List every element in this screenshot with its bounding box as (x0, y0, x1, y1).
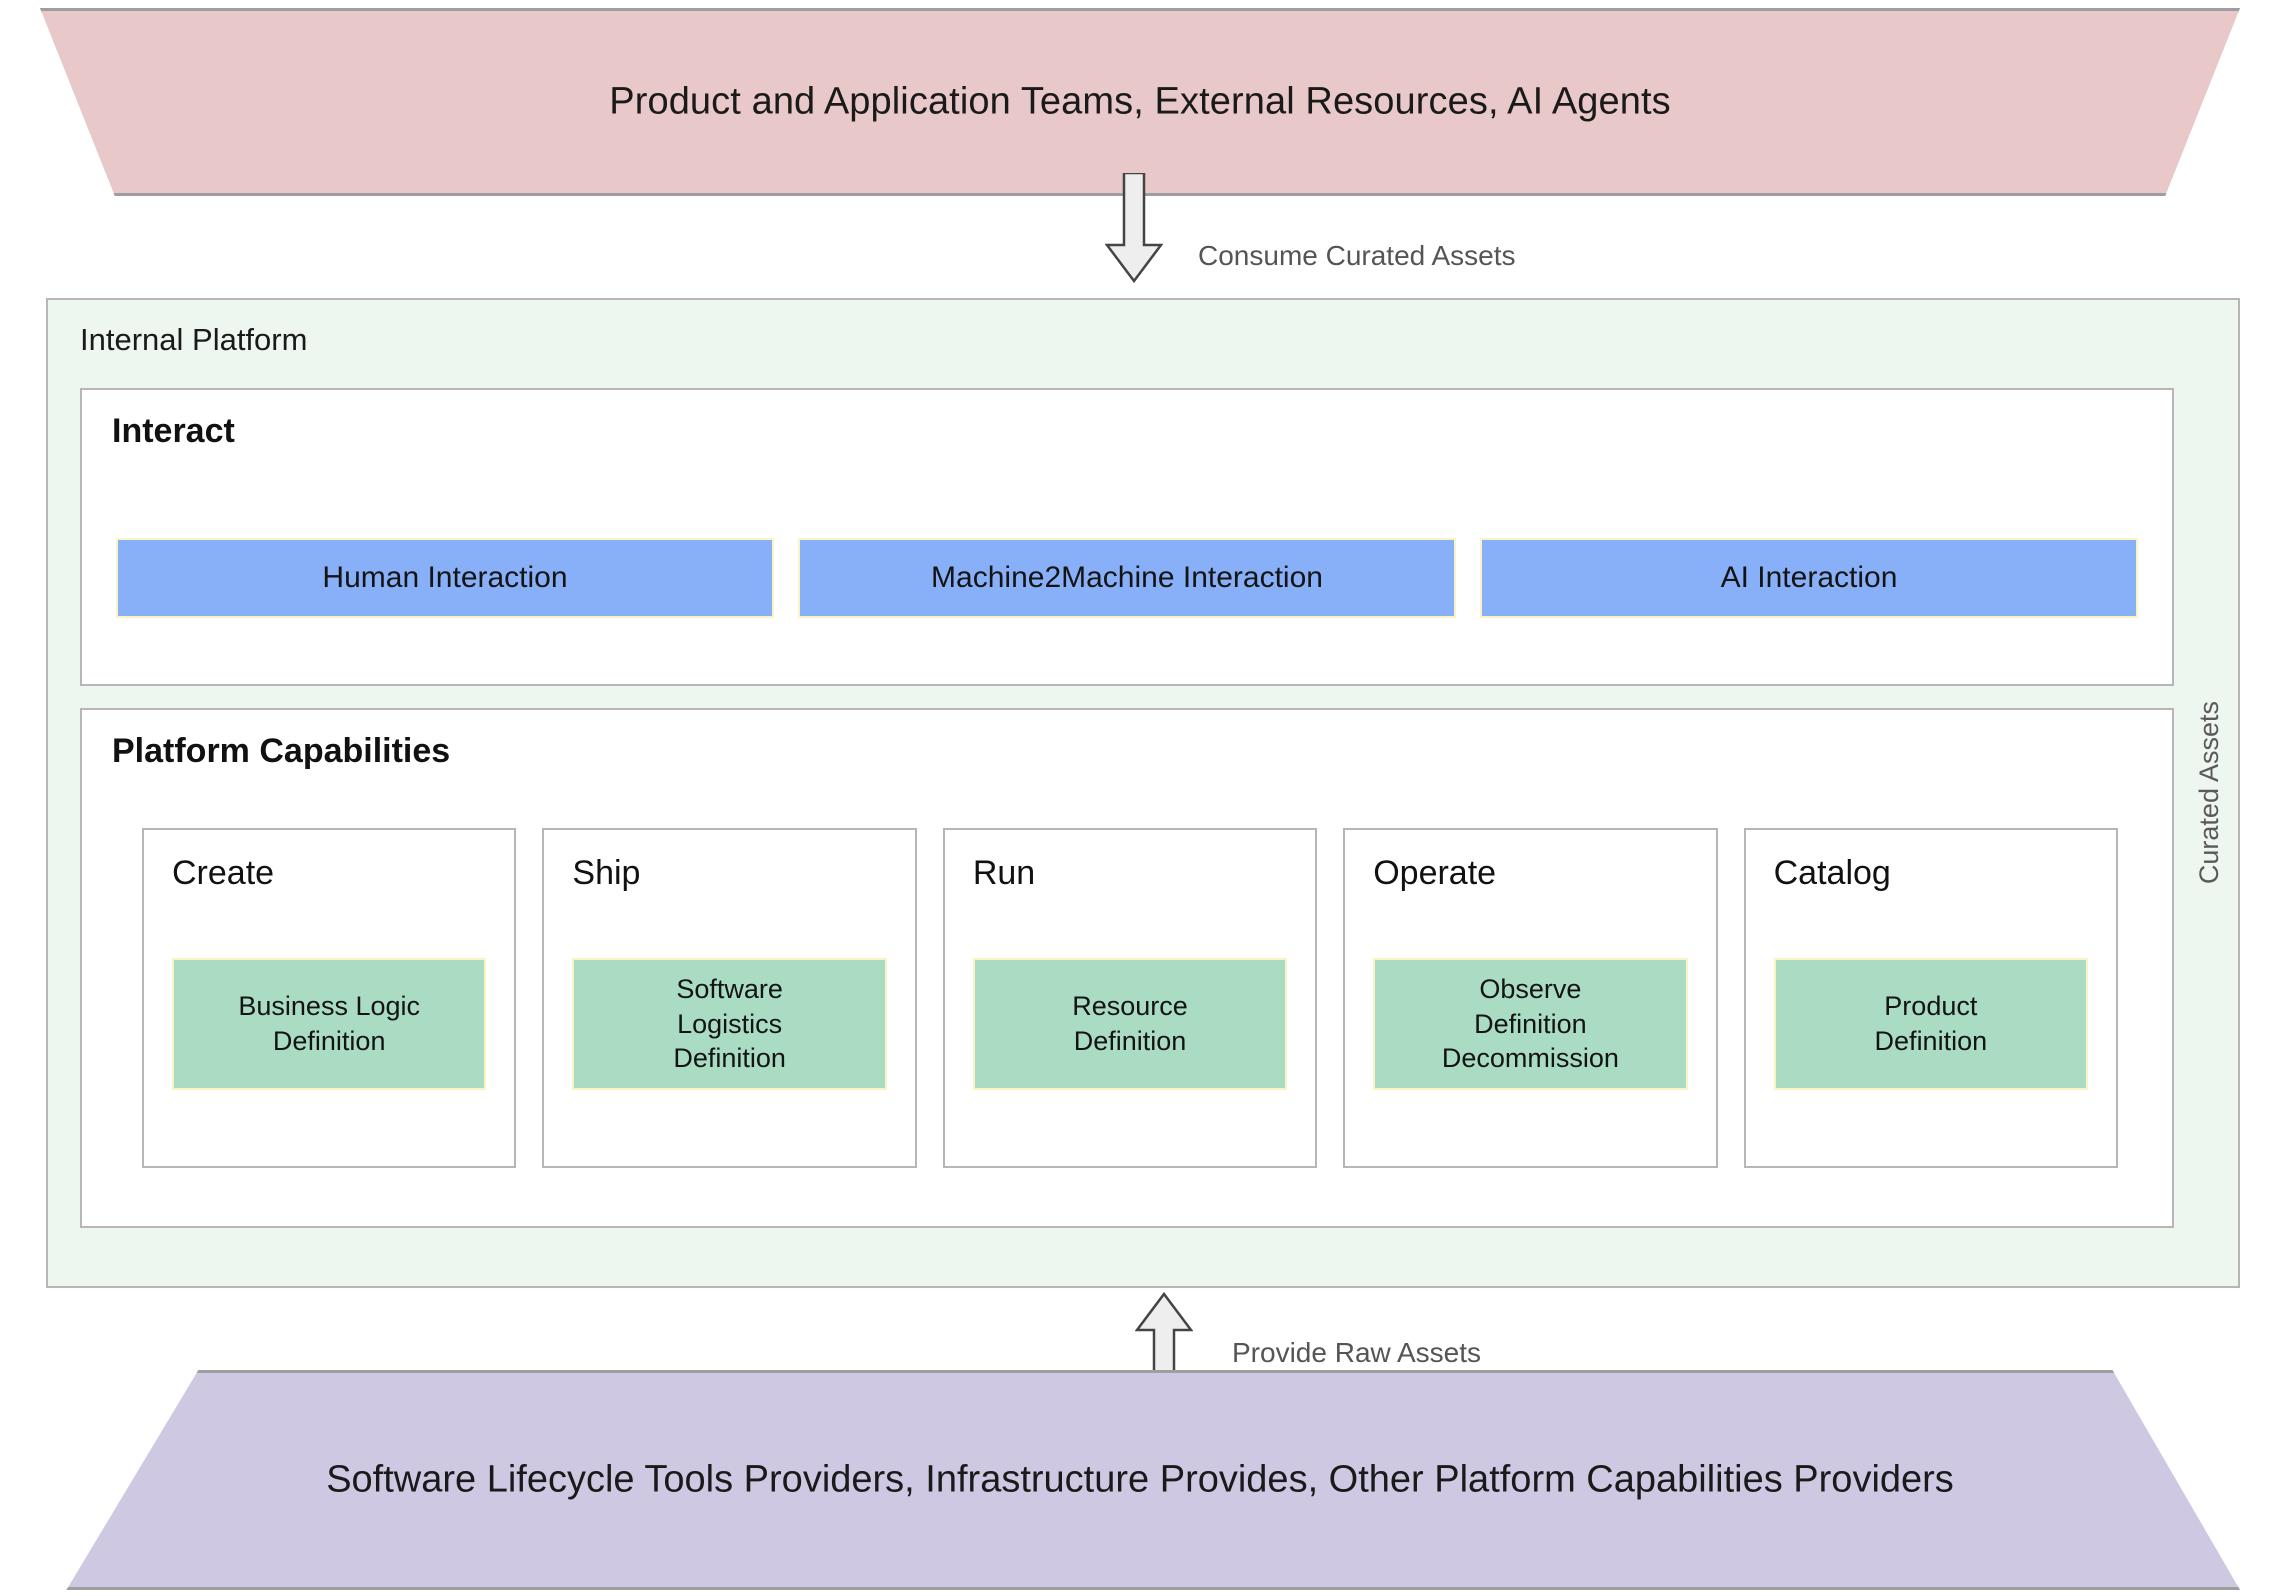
platform-capabilities-title: Platform Capabilities (112, 732, 451, 770)
capability-card-run[interactable]: Run Resource Definition (942, 828, 1318, 1168)
capability-card-row: Create Business Logic Definition Ship So… (142, 828, 2119, 1168)
interaction-box-ai-label: AI Interaction (1720, 561, 1898, 594)
interaction-box-human-label: Human Interaction (322, 561, 568, 594)
capability-chip-observe-definition-decommission[interactable]: Observe Definition Decommission (1373, 958, 1688, 1090)
actor-bottom-label: Software Lifecycle Tools Providers, Infr… (326, 1458, 1954, 1501)
capability-chip-product-definition[interactable]: Product Definition (1773, 958, 2089, 1090)
flow-consume-label: Consume Curated Assets (1198, 240, 1516, 271)
actor-bottom-providers: Software Lifecycle Tools Providers, Infr… (40, 1370, 2240, 1590)
flow-consume-curated-assets (1105, 173, 1163, 283)
interaction-box-machine2machine[interactable]: Machine2Machine Interaction (798, 538, 1456, 618)
internal-platform-title: Internal Platform (80, 322, 308, 357)
capability-card-create[interactable]: Create Business Logic Definition (142, 828, 517, 1168)
capability-chip-software-logistics-definition[interactable]: Software Logistics Definition (572, 958, 887, 1090)
flow-provide-label: Provide Raw Assets (1232, 1337, 1481, 1368)
capability-card-operate[interactable]: Operate Observe Definition Decommission (1343, 828, 1718, 1168)
capability-card-catalog[interactable]: Catalog Product Definition (1743, 828, 2119, 1168)
capability-card-create-title: Create (172, 854, 275, 892)
curated-assets-label: Curated Assets (2193, 701, 2224, 885)
arrow-down-icon (1105, 173, 1163, 283)
interaction-box-machine2machine-label: Machine2Machine Interaction (931, 561, 1323, 594)
capability-card-ship-title: Ship (572, 854, 641, 892)
interaction-box-human[interactable]: Human Interaction (116, 538, 774, 618)
capability-card-run-title: Run (972, 854, 1036, 892)
curated-assets-rail: Curated Assets (2186, 300, 2232, 1286)
internal-platform-container: Internal Platform Curated Assets Interac… (46, 298, 2240, 1288)
interact-panel-title: Interact (112, 412, 235, 450)
capability-chip-business-logic-definition[interactable]: Business Logic Definition (172, 958, 487, 1090)
interaction-box-ai[interactable]: AI Interaction (1480, 538, 2138, 618)
actor-top-consumers: Product and Application Teams, External … (40, 8, 2240, 196)
capability-chip-resource-definition[interactable]: Resource Definition (972, 958, 1288, 1090)
interact-panel: Interact Human Interaction Machine2Machi… (80, 388, 2174, 686)
interaction-box-row: Human Interaction Machine2Machine Intera… (116, 538, 2138, 618)
capability-card-operate-title: Operate (1373, 854, 1497, 892)
platform-capabilities-panel: Platform Capabilities Create Business Lo… (80, 708, 2174, 1228)
capability-card-ship[interactable]: Ship Software Logistics Definition (542, 828, 917, 1168)
capability-card-catalog-title: Catalog (1773, 854, 1891, 892)
actor-top-label: Product and Application Teams, External … (609, 80, 1671, 123)
